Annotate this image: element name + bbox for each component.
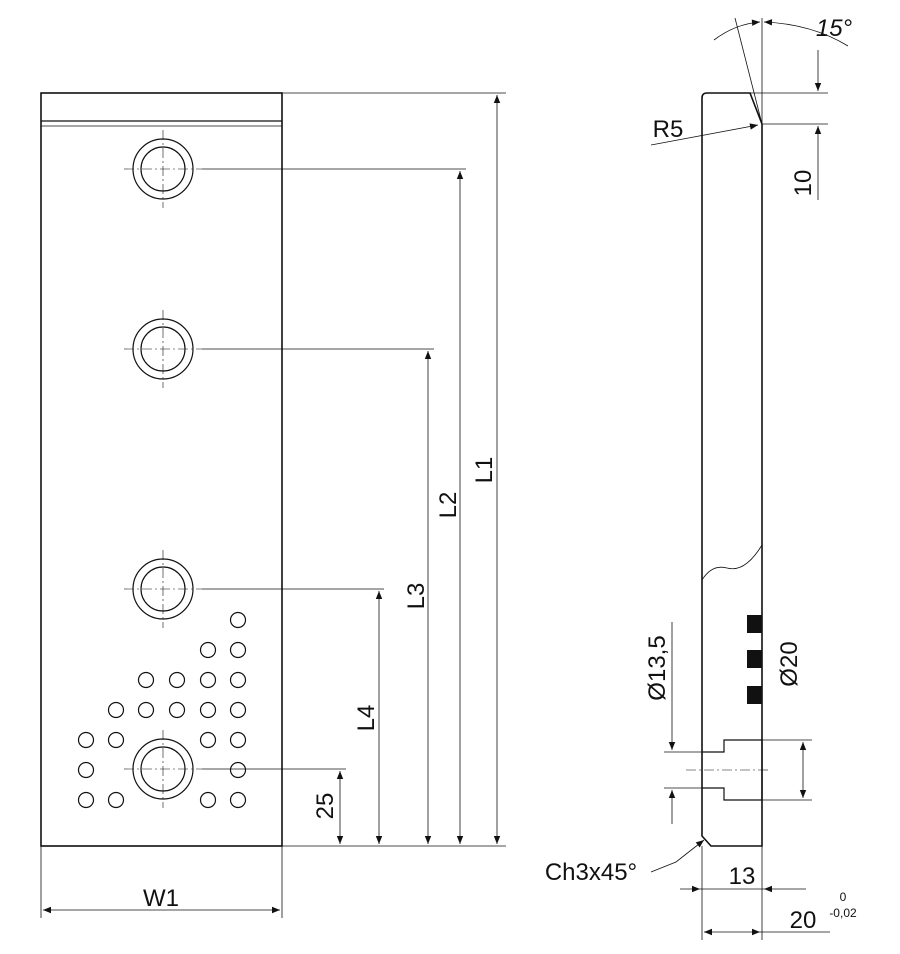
- small-hole: [137, 671, 155, 689]
- small-hole: [77, 791, 95, 809]
- label-angle-15: 15°: [816, 15, 853, 42]
- small-hole: [77, 761, 95, 779]
- label-l2: L2: [435, 492, 462, 519]
- counterbore-hole-3: [124, 550, 202, 628]
- small-hole: [229, 701, 247, 719]
- small-hole: [199, 731, 217, 749]
- front-view: L1 L2 L3 L4 25 W1: [40, 92, 506, 918]
- small-hole: [229, 731, 247, 749]
- small-hole: [199, 791, 217, 809]
- small-hole: [229, 791, 247, 809]
- angle-ref-inclined: [734, 17, 763, 125]
- label-d13-5: Ø13,5: [644, 635, 671, 700]
- small-hole: [199, 641, 217, 659]
- leader-chamfer: [650, 839, 705, 873]
- section-marker-3: [747, 686, 762, 704]
- label-l4: L4: [353, 705, 380, 732]
- label-w1: W1: [143, 885, 179, 912]
- small-hole-pattern: [77, 611, 247, 809]
- label-10: 10: [790, 170, 817, 197]
- label-l3: L3: [403, 583, 430, 610]
- label-25: 25: [312, 793, 339, 820]
- small-hole: [107, 701, 125, 719]
- label-20: 20: [790, 907, 817, 934]
- angle-arc-left: [713, 19, 761, 41]
- side-view: 15° R5 10 Ø13,5 Ø20 Ch3x45° 13: [545, 15, 857, 940]
- label-chamfer: Ch3x45°: [545, 859, 637, 886]
- label-d20: Ø20: [776, 641, 803, 686]
- leader-r5: [650, 123, 759, 146]
- small-hole: [137, 701, 155, 719]
- section-marker-1: [747, 615, 762, 633]
- label-13: 13: [729, 863, 756, 890]
- counterbore-hole-4: [124, 730, 202, 808]
- tolerance-lower: -0,02: [829, 906, 857, 920]
- plate-outline: [40, 92, 283, 847]
- counterbore-hole-1: [124, 130, 202, 208]
- small-hole: [229, 761, 247, 779]
- small-hole: [229, 671, 247, 689]
- section-marker-2: [747, 650, 762, 668]
- small-hole: [168, 701, 186, 719]
- break-line: [701, 544, 763, 581]
- label-r5: R5: [653, 116, 684, 143]
- small-hole: [107, 791, 125, 809]
- counterbore-hole-2: [124, 310, 202, 388]
- small-hole: [199, 701, 217, 719]
- small-hole: [229, 611, 247, 629]
- small-hole: [199, 671, 217, 689]
- small-hole: [107, 731, 125, 749]
- label-l1: L1: [471, 457, 498, 484]
- tolerance-upper: 0: [840, 890, 847, 904]
- angle-arc-right: [763, 19, 849, 47]
- side-profile-outline: [701, 92, 763, 847]
- small-hole: [229, 641, 247, 659]
- small-hole: [168, 671, 186, 689]
- small-hole: [77, 731, 95, 749]
